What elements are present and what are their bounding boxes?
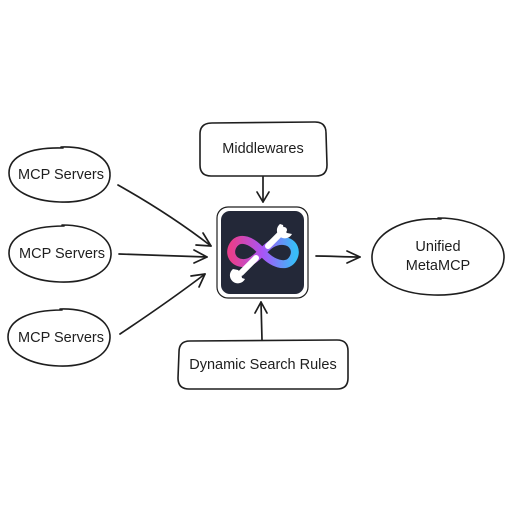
mcp-server-node-1: MCP Servers xyxy=(8,146,111,203)
mcp-server-label-2: MCP Servers xyxy=(19,246,105,262)
edge-mcp3-to-logo xyxy=(119,273,206,335)
edge-mcp2-to-logo xyxy=(118,249,208,264)
edge-search-rules-to-logo xyxy=(254,301,268,341)
mcp-server-node-2: MCP Servers xyxy=(8,224,112,283)
wrench-icon-bottom xyxy=(229,255,259,284)
edge-logo-to-output xyxy=(315,250,361,264)
edge-mcp1-to-logo xyxy=(117,184,212,247)
unified-metamcp-node: Unified MetaMCP xyxy=(371,217,505,296)
metamcp-logo xyxy=(216,206,309,299)
mcp-server-node-3: MCP Servers xyxy=(7,308,111,367)
middlewares-label: Middlewares xyxy=(222,141,303,157)
middlewares-node: Middlewares xyxy=(199,121,328,177)
output-label-line2: MetaMCP xyxy=(406,258,470,274)
dynamic-search-rules-label: Dynamic Search Rules xyxy=(189,357,336,373)
output-label-line1: Unified xyxy=(415,239,460,255)
infinity-loop-icon xyxy=(227,235,299,269)
mcp-server-label-1: MCP Servers xyxy=(18,167,104,183)
mcp-server-label-3: MCP Servers xyxy=(18,330,104,346)
dynamic-search-rules-node: Dynamic Search Rules xyxy=(177,339,349,390)
edge-middlewares-to-logo xyxy=(256,176,270,203)
wrench-icon-top xyxy=(265,224,292,249)
